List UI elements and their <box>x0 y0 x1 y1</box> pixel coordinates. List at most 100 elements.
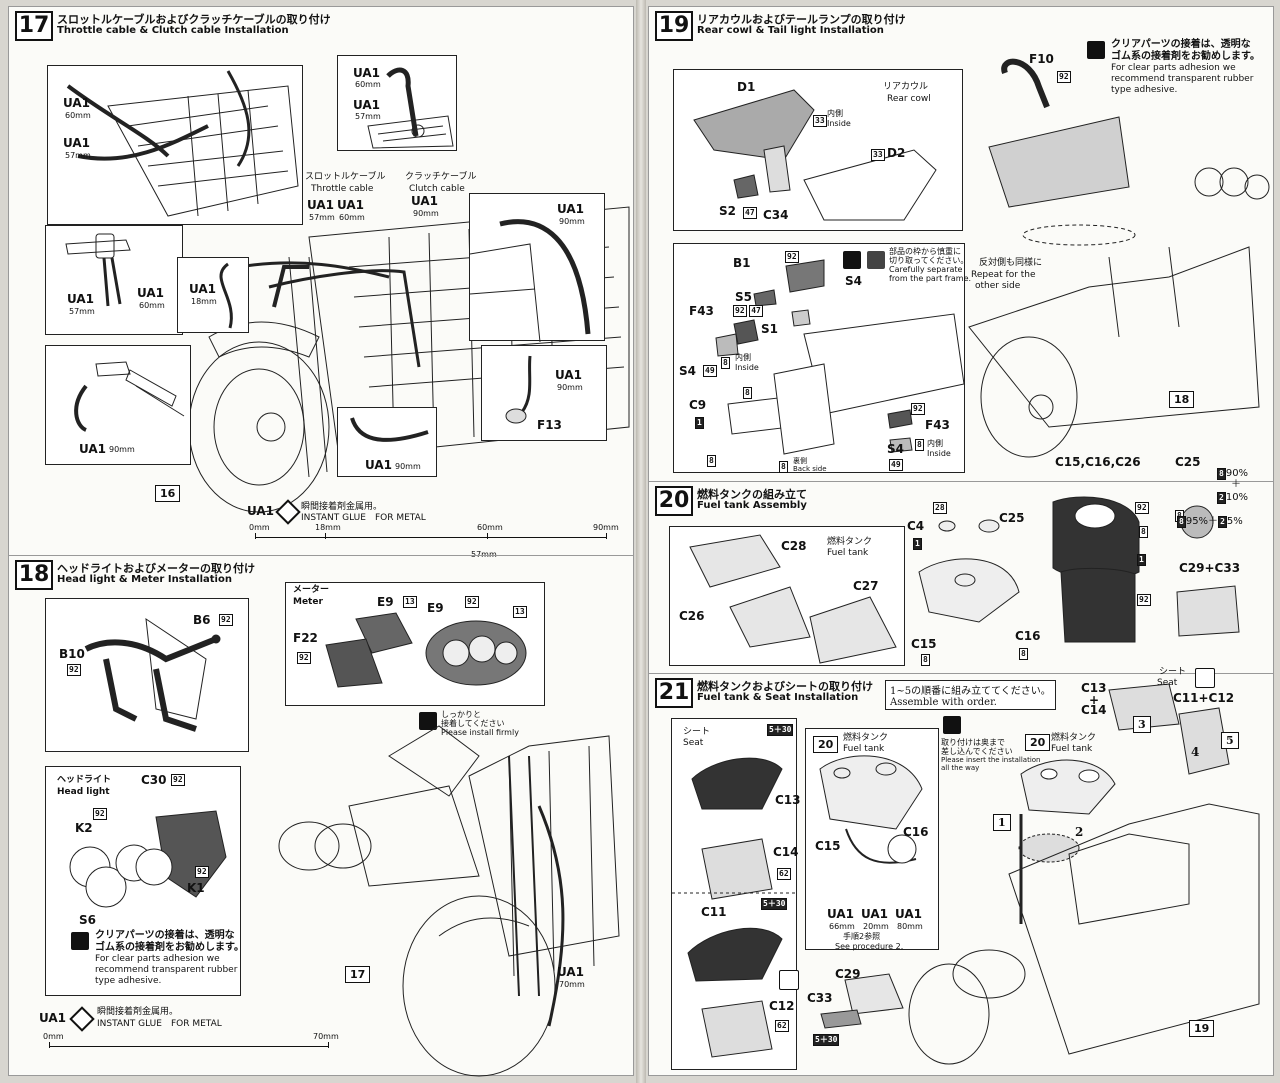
detail-frame-18mm <box>177 257 249 333</box>
part-f22: F22 <box>293 631 318 645</box>
step-title-en: Throttle cable & Clutch cable Installati… <box>57 25 289 36</box>
seat-jp: シート <box>683 727 711 737</box>
detail-frame-tank-parts <box>669 526 905 666</box>
part-badge: 8 <box>921 654 930 666</box>
part-c30: C30 <box>141 773 167 787</box>
label-ua1: UA1 <box>79 442 107 456</box>
label-mm: 60mm <box>65 111 91 120</box>
ruler-mark: 18mm <box>315 523 341 532</box>
repeat-en1: Repeat for the <box>971 270 1036 280</box>
part-badge: 92 <box>195 866 209 878</box>
seat-tank-install-drawing <box>908 683 1260 1065</box>
part-c33: C33 <box>807 991 833 1005</box>
glue-brush-icon <box>843 251 861 269</box>
label-ua1: UA1 <box>861 907 889 921</box>
tank-assembly-drawing <box>918 496 1240 643</box>
label-mm: 90mm <box>559 217 585 226</box>
procedure-jp: 手順2参照 <box>843 932 881 941</box>
glue-brush-icon <box>1087 41 1105 59</box>
right-cable-drawing <box>469 219 591 343</box>
step-title-en: Head light & Meter Installation <box>57 574 232 585</box>
detail-frame-rear-cowl <box>673 69 963 231</box>
step-title-en: Fuel tank & Seat Installation <box>697 692 859 703</box>
cut-en1: Carefully separate <box>889 265 963 274</box>
part-s6: S6 <box>79 913 96 927</box>
part-badge: 49 <box>889 459 903 471</box>
part-c11-c12: C11+C12 <box>1173 691 1235 705</box>
ruler-mark: 60mm <box>477 523 503 532</box>
inside-jp: 内側 <box>927 439 943 448</box>
part-s2: S2 <box>719 204 736 218</box>
cut-en2: from the part frame. <box>889 274 972 283</box>
label-mm: 57mm <box>309 213 335 222</box>
step-number: 18 <box>15 560 53 590</box>
ruler-mark: 0mm <box>43 1032 64 1041</box>
rear-cowl-en: Rear cowl <box>887 94 931 104</box>
ruler-tick <box>606 533 607 539</box>
part-badge: 47 <box>743 207 757 219</box>
order-number: 3 <box>1133 716 1151 733</box>
step-number: 21 <box>655 678 693 708</box>
order-number: 4 <box>1191 745 1200 759</box>
step-number: 19 <box>655 11 693 41</box>
top-cable-drawing <box>367 67 454 149</box>
part-e9: E9 <box>427 601 444 615</box>
part-badge: 33 <box>813 115 827 127</box>
detail-frame-tank-install <box>805 728 939 950</box>
seat-cowl-drawing <box>820 973 904 1029</box>
step-19: 19 リアカウルおよびテールランプの取り付け Rear cowl & Tail … <box>649 7 1273 477</box>
step-title-jp: スロットルケーブルおよびクラッチケーブルの取り付け <box>57 13 331 26</box>
tail-light-drawing <box>715 259 965 455</box>
reference-step-box: 17 <box>345 966 371 983</box>
detail-frame-right-cable <box>469 193 605 343</box>
part-c29-c33: C29+C33 <box>1179 561 1241 575</box>
meter-jp: メーター <box>293 585 330 595</box>
part-badge: 8 <box>743 387 752 399</box>
part-s5: S5 <box>735 290 752 304</box>
part-badge: 8 <box>915 439 924 451</box>
f13-drawing <box>505 355 532 424</box>
part-s4: S4 <box>887 442 904 456</box>
label-mm: 18mm <box>191 297 217 306</box>
label-ua1: UA1 <box>63 136 91 150</box>
label-mm: 90mm <box>557 383 583 392</box>
part-f13: F13 <box>537 418 562 432</box>
detail-frame-top <box>337 55 457 151</box>
part-c13: C13 <box>1081 681 1107 695</box>
rear-cowl-drawing <box>693 89 937 221</box>
inside-en: Inside <box>927 449 951 458</box>
ruler-tick <box>325 533 326 539</box>
label-clutch-jp: クラッチケーブル <box>405 172 477 182</box>
detail-frame-seat <box>671 718 798 1070</box>
part-badge: 33 <box>871 149 885 161</box>
part-badge: 92 <box>219 614 233 626</box>
glue-brush-icon <box>71 932 89 950</box>
part-badge: 8 <box>1139 526 1148 538</box>
label-mm: 57mm <box>69 307 95 316</box>
reference-step-box: 16 <box>155 485 181 502</box>
inside-jp: 内側 <box>827 109 843 118</box>
part-f43: F43 <box>689 304 714 318</box>
part-badge: 92 47 <box>733 305 763 317</box>
detail-frame-tail-light <box>673 243 965 473</box>
part-badge: 92 <box>93 808 107 820</box>
glue-brush-icon <box>943 716 961 734</box>
part-badge: 92 <box>171 774 185 786</box>
part-c34: C34 <box>763 208 789 222</box>
seat-en: Seat <box>1157 678 1178 688</box>
step-20: 20 燃料タンクの組み立て Fuel tank Assembly C28 燃料タ… <box>649 456 1273 671</box>
ruler-tick <box>49 1042 50 1048</box>
label-ua1: UA1 <box>827 907 855 921</box>
label-ua1: UA1 <box>137 286 165 300</box>
label-ua1: UA1 <box>353 66 381 80</box>
part-badge: 62 <box>775 1020 789 1032</box>
step-17: 17 スロットルケーブルおよびクラッチケーブルの取り付け Throttle ca… <box>9 7 633 559</box>
label-ua1: UA1 <box>557 202 585 216</box>
insert-en2: all the way <box>941 764 980 772</box>
part-badge: 1 <box>1137 554 1146 566</box>
plus-sign: + <box>1089 693 1100 707</box>
detail-frame-f13 <box>481 345 607 441</box>
detail-frame-lever <box>45 345 191 465</box>
step-21: 21 燃料タンクおよびシートの取り付け Fuel tank & Seat Ins… <box>649 668 1273 1075</box>
